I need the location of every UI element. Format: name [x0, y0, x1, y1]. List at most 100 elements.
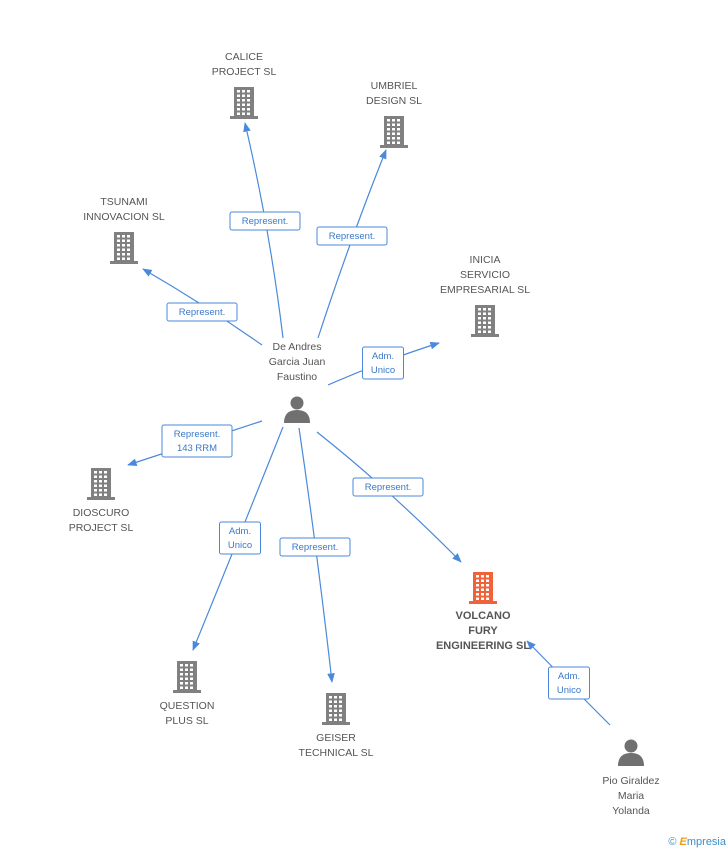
building-icon[interactable]	[380, 116, 408, 148]
building-window	[339, 696, 342, 699]
node-label: Faustino	[277, 371, 317, 383]
building-icon[interactable]	[471, 305, 499, 337]
building-window	[478, 312, 481, 315]
node-label: ENGINEERING SL	[436, 640, 530, 652]
building-window	[476, 597, 479, 600]
building-window	[242, 99, 245, 102]
building-window	[486, 579, 489, 582]
person-icon[interactable]	[284, 396, 310, 424]
building-window	[387, 128, 390, 131]
node-label: DIOSCURO	[73, 507, 130, 519]
building-icon[interactable]	[322, 693, 350, 725]
building-window	[476, 575, 479, 578]
node-label: PROJECT SL	[212, 66, 277, 78]
edge-labels-layer: Represent.Represent.Represent.Adm.UnicoR…	[161, 211, 590, 700]
brand-watermark: © Empresia	[668, 836, 726, 848]
building-window	[180, 668, 183, 671]
edge-label-text: Represent.	[179, 307, 225, 318]
building-window	[486, 588, 489, 591]
node-label: Pio Giraldez	[602, 775, 659, 787]
building-window	[242, 108, 245, 111]
building-window	[329, 705, 332, 708]
edge-label-text: Adm.	[558, 671, 580, 682]
building-icon[interactable]	[230, 87, 258, 119]
building-window	[247, 94, 250, 97]
edge-label-deandres-inicia: Adm.Unico	[362, 346, 404, 380]
building-window	[392, 119, 395, 122]
building-window	[397, 123, 400, 126]
building-icon[interactable]	[173, 661, 201, 693]
building-window	[478, 317, 481, 320]
building-window	[94, 480, 97, 483]
building-window	[122, 253, 125, 256]
edge-label-text: Adm.	[372, 351, 394, 362]
node-label: De Andres	[272, 341, 321, 353]
building-window	[329, 700, 332, 703]
building-window	[481, 579, 484, 582]
building-base	[230, 116, 258, 119]
building-icon[interactable]	[87, 468, 115, 500]
building-window	[483, 308, 486, 311]
building-window	[488, 321, 491, 324]
building-window	[185, 673, 188, 676]
node-label: UMBRIEL	[371, 80, 418, 92]
building-base	[322, 722, 350, 725]
building-icon[interactable]	[110, 232, 138, 264]
node-label: INICIA	[470, 254, 501, 266]
person-icon[interactable]	[618, 739, 644, 767]
building-window	[483, 321, 486, 324]
building-window	[190, 686, 193, 689]
copyright-symbol: ©	[668, 836, 677, 848]
building-window	[387, 137, 390, 140]
edge-label-text: Represent.	[365, 482, 411, 493]
building-window	[185, 677, 188, 680]
building-window	[247, 112, 250, 115]
building-window	[242, 94, 245, 97]
building-window	[387, 123, 390, 126]
building-window	[122, 244, 125, 247]
building-window	[486, 597, 489, 600]
building-window	[483, 317, 486, 320]
node-label: FURY	[468, 625, 498, 637]
edge-label-text: Adm.	[229, 526, 251, 537]
building-window	[104, 475, 107, 478]
building-base	[380, 145, 408, 148]
building-base	[469, 601, 497, 604]
node-label: Maria	[618, 790, 644, 802]
building-window	[127, 244, 130, 247]
building-window	[334, 714, 337, 717]
node-label: PROJECT SL	[69, 522, 134, 534]
building-window	[237, 94, 240, 97]
edge-label-box	[166, 302, 238, 322]
building-window	[387, 141, 390, 144]
building-window	[122, 235, 125, 238]
building-icon[interactable]	[469, 572, 497, 604]
node-dioscuro[interactable]: DIOSCURO PROJECT SL	[69, 468, 134, 534]
edge-label-text: Represent.	[242, 216, 288, 227]
building-window	[242, 112, 245, 115]
building-window	[122, 248, 125, 251]
building-window	[190, 677, 193, 680]
building-window	[334, 705, 337, 708]
edge-label-box	[548, 666, 590, 700]
node-label: TSUNAMI	[100, 196, 147, 208]
building-window	[242, 90, 245, 93]
building-window	[117, 244, 120, 247]
person-head	[290, 396, 304, 410]
building-window	[242, 103, 245, 106]
building-window	[334, 709, 337, 712]
edge-label-deandres-umbriel: Represent.	[316, 226, 388, 246]
edge-label-pio-volcano: Adm.Unico	[548, 666, 590, 700]
edge-label-text: 143 RRM	[177, 443, 217, 454]
building-window	[392, 137, 395, 140]
building-window	[488, 312, 491, 315]
